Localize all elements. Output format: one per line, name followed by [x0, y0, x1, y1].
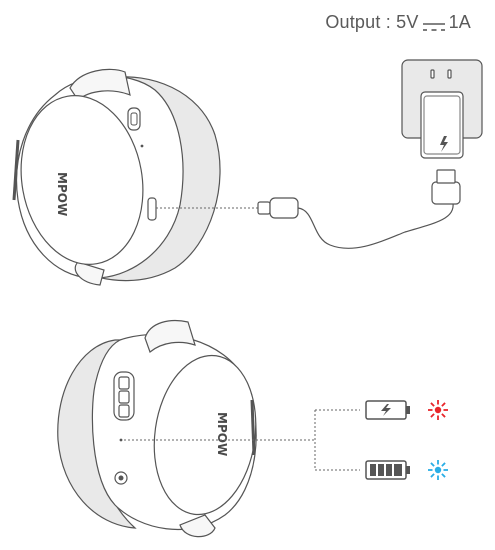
- headphone-charging: MPOW: [12, 68, 221, 286]
- led-center: [434, 466, 442, 474]
- red-led-light-icon: [428, 400, 448, 420]
- brand-logo: MPOW: [215, 412, 229, 456]
- headphone-status: MPOW: [57, 319, 257, 538]
- headband-bottom: [179, 514, 216, 538]
- socket-slot-right: [447, 69, 452, 79]
- output-spec: Output : 5V 1A: [325, 12, 471, 33]
- battery-full-icon: [365, 460, 410, 480]
- power-button[interactable]: [127, 107, 141, 131]
- usb-a-plug-tip: [436, 169, 456, 184]
- output-voltage-text: Output : 5V: [325, 12, 419, 32]
- mic-hole: [140, 144, 144, 148]
- volume-up-button[interactable]: [118, 376, 130, 390]
- led-ray: [441, 402, 446, 407]
- ear-cup-edge: [250, 399, 256, 456]
- lightning-icon: [440, 136, 448, 152]
- headband-slider: [69, 68, 131, 101]
- led-center: [434, 406, 442, 414]
- play-pause-button[interactable]: [118, 390, 130, 404]
- led-ray: [441, 413, 446, 418]
- led-ray: [430, 462, 435, 467]
- usb-c-plug-tip: [257, 201, 271, 215]
- usb-c-plug-body: [269, 197, 299, 219]
- volume-down-button[interactable]: [118, 404, 130, 418]
- power-button-inner: [130, 112, 138, 126]
- usb-a-plug-body: [431, 181, 461, 205]
- led-ray: [441, 473, 446, 478]
- headband-slider: [144, 319, 196, 354]
- ear-cup-edge: [12, 139, 20, 201]
- audio-jack-hole: [118, 475, 124, 481]
- battery-charging-icon: [365, 400, 410, 420]
- usb-cable: [257, 169, 461, 249]
- led-ray: [430, 473, 435, 478]
- brand-logo: MPOW: [55, 172, 69, 216]
- usb-c-port[interactable]: [147, 197, 157, 221]
- dc-current-symbol-icon: [422, 17, 446, 32]
- led-ray: [430, 402, 435, 407]
- status-led: [119, 438, 123, 442]
- headband-bottom: [74, 261, 105, 286]
- ear-cup-face: [20, 95, 144, 265]
- status-dotted-lines: [124, 409, 360, 471]
- led-ray: [430, 413, 435, 418]
- led-ray: [441, 462, 446, 467]
- charger-brick-front: [423, 95, 461, 155]
- socket-slot-left: [430, 69, 435, 79]
- cable-wire: [297, 188, 454, 249]
- wall-adapter: [401, 59, 483, 159]
- output-current-text: 1A: [448, 12, 471, 32]
- blue-led-light-icon: [428, 460, 448, 480]
